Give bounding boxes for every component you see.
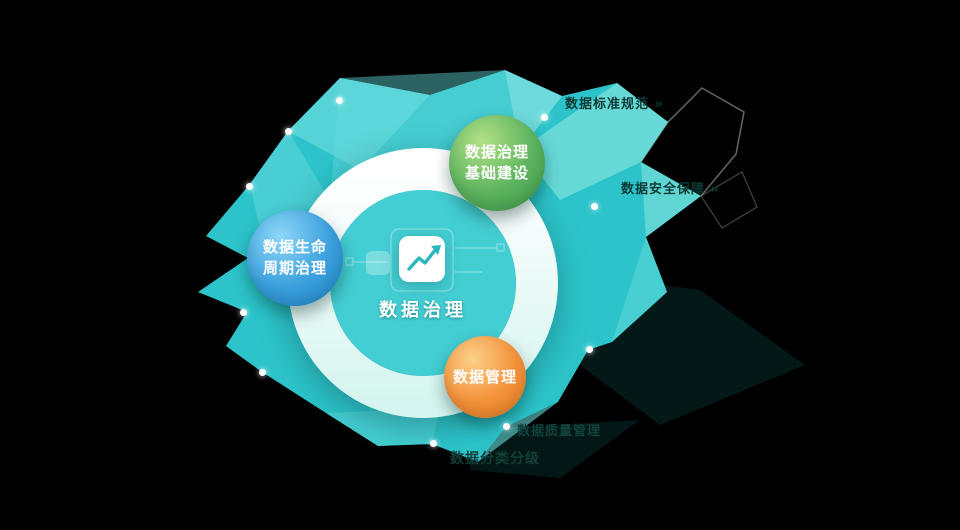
vertex-dot [585, 345, 593, 353]
node-lifecycle-line1: 数据生命 [262, 238, 327, 256]
node-lifecycle-line2: 周期治理 [262, 259, 327, 277]
faint-label-standards: 数据标准规范 » [565, 97, 664, 112]
faint-label-classification: 数据分类分级 [450, 451, 540, 467]
vertex-dot [502, 422, 510, 430]
ghost-square [366, 251, 390, 275]
vertex-dot [245, 182, 253, 190]
vertex-dot [239, 308, 247, 316]
node-foundation-line2: 基础建设 [464, 164, 529, 182]
vertex-dot [540, 113, 548, 121]
node-governance-foundation: 数据治理 基础建设 [449, 115, 545, 211]
circuit-pattern [345, 228, 505, 292]
node-data-management: 数据管理 [444, 336, 526, 418]
vertex-dot [335, 96, 343, 104]
inner-disc [330, 190, 516, 376]
vertex-dot [284, 127, 292, 135]
faint-label-security: 数据安全保障 » [621, 182, 720, 197]
hex-outline [640, 87, 758, 229]
vertex-dot [258, 368, 266, 376]
vertex-dot [590, 202, 598, 210]
node-management-line1: 数据管理 [452, 367, 517, 386]
node-foundation-line1: 数据治理 [464, 143, 529, 161]
center-title: 数据治理 [379, 300, 467, 321]
line-chart-icon [399, 236, 445, 282]
vertex-dot [429, 439, 437, 447]
faint-label-quality: 数据质量管理 [517, 424, 602, 439]
node-data-lifecycle: 数据生命 周期治理 [247, 210, 343, 306]
